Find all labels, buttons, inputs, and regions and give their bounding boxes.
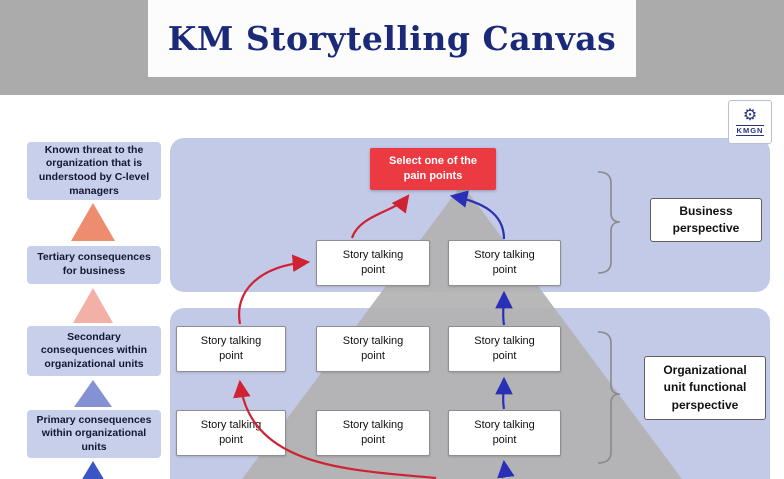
ladder-level-label: Primary consequences within organization… — [36, 413, 152, 453]
story-point-box: Story talking point — [316, 326, 430, 372]
story-point-label: Story talking point — [200, 335, 262, 362]
story-point-label: Story talking point — [474, 335, 535, 362]
ladder-level-label: Secondary consequences within organizati… — [40, 330, 148, 370]
ladder-level-primary: Primary consequences within organization… — [27, 410, 161, 458]
page-title: KM Storytelling Canvas — [167, 19, 617, 58]
ladder-level-known-threat: Known threat to the organization that is… — [27, 142, 161, 200]
ladder-arrow-up-icon — [71, 203, 115, 241]
story-point-label: Story talking point — [342, 249, 404, 276]
business-perspective-box: Business perspective — [650, 198, 762, 242]
ladder-level-label: Tertiary consequences for business — [37, 251, 151, 277]
story-point-label: Story talking point — [474, 419, 535, 446]
story-point-label: Story talking point — [200, 419, 262, 446]
pain-point-box: Select one of the pain points — [370, 148, 496, 190]
ladder-arrow-up-icon — [74, 380, 112, 407]
header-title-panel: KM Storytelling Canvas — [148, 0, 636, 77]
story-point-label: Story talking point — [342, 335, 404, 362]
kmgn-logo-text: KMGN — [735, 125, 765, 136]
story-point-box: Story talking point — [448, 410, 561, 456]
ladder-arrow-up-icon — [73, 288, 113, 323]
story-point-label: Story talking point — [474, 249, 535, 276]
business-perspective-label: Business perspective — [672, 203, 740, 235]
story-point-box: Story talking point — [316, 240, 430, 286]
ladder-level-tertiary: Tertiary consequences for business — [27, 246, 161, 284]
story-point-box: Story talking point — [176, 326, 286, 372]
ladder-arrow-up-icon — [69, 461, 117, 479]
story-point-label: Story talking point — [342, 419, 404, 446]
pain-point-label: Select one of the pain points — [388, 154, 478, 182]
story-point-box: Story talking point — [448, 240, 561, 286]
ladder-level-label: Known threat to the organization that is… — [38, 143, 150, 197]
organizational-perspective-box: Organizational unit functional perspecti… — [644, 356, 766, 420]
story-point-box: Story talking point — [316, 410, 430, 456]
ladder-level-secondary: Secondary consequences within organizati… — [27, 326, 161, 376]
gear-icon: ⚙ — [742, 107, 758, 124]
kmgn-logo: ⚙ KMGN — [728, 100, 772, 144]
story-point-box: Story talking point — [176, 410, 286, 456]
organizational-perspective-label: Organizational unit functional perspecti… — [663, 362, 747, 412]
story-point-box: Story talking point — [448, 326, 561, 372]
